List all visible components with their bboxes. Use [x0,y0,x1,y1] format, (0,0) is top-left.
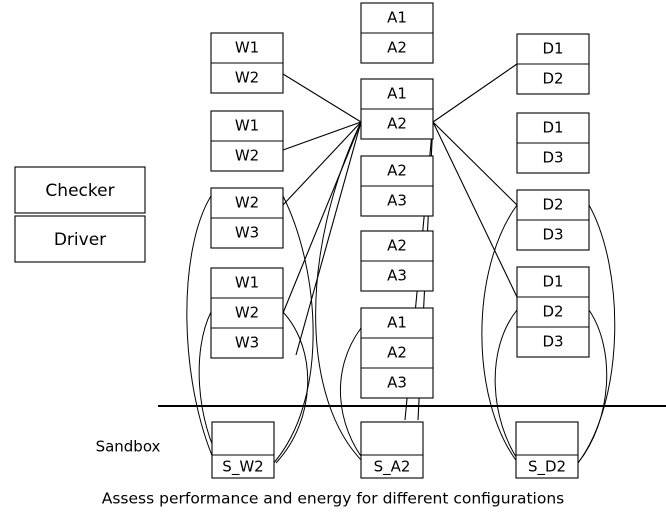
workload-cell: W2 [235,194,259,212]
sandbox-box-workload-rect [211,421,275,479]
curve-w2-right-to-swv2 [271,195,314,466]
device-stack-2[interactable]: D1 D3 [516,112,590,174]
driver-label: Driver [54,230,106,250]
algorithm-cell: A1 [387,85,407,103]
sandbox-cell-label: S_D2 [528,458,566,477]
edge-w2-to-hub [282,121,362,151]
edge-group-to-sandbox [186,121,616,466]
algorithm-cell: A2 [387,39,407,57]
workload-stack-2[interactable]: W1 W2 [210,110,284,172]
edge-w3-to-hub [282,121,362,206]
algorithm-cell: A3 [387,267,407,285]
workload-cell: W2 [235,69,259,87]
device-cell: D1 [542,273,563,291]
algorithm-stack-5-rect [360,307,434,399]
sandbox-box-algorithm[interactable]: S_A2 [360,421,424,479]
algorithm-stack-5[interactable]: A1 A2 A3 [360,307,434,399]
algorithm-cell: A1 [387,9,407,27]
driver-box-rect [14,215,146,263]
device-cell: D1 [542,119,563,137]
sandbox-cell-label: S_W2 [222,458,263,477]
curve-d3-left-to-sd2 [494,309,521,464]
edge-hub-to-d1 [432,63,518,123]
workload-cell: W3 [235,334,259,352]
algorithm-cell: A3 [387,192,407,210]
algorithm-cell: A2 [387,115,407,133]
device-stack-1[interactable]: D1 D2 [516,33,590,95]
device-cell: D2 [542,196,563,214]
driver-box[interactable]: Driver [14,215,146,263]
device-cell: D2 [542,70,563,88]
edge-hub-to-d4 [432,121,518,298]
sandbox-box-algorithm-rect [360,421,424,479]
edge-w4-to-hub [282,121,362,314]
device-cell: D2 [542,303,563,321]
edge-group-workload-to-algorithm [282,73,362,356]
algorithm-cell: A2 [387,237,407,255]
workload-cell: W1 [235,274,259,292]
sandbox-box-device-rect [515,421,579,479]
checker-box[interactable]: Checker [14,166,146,214]
device-stack-4-rect [516,266,590,358]
sandbox-cell-label: S_A2 [374,458,411,477]
workload-cell: W3 [235,224,259,242]
curve-a2-left-to-sa2 [315,121,365,464]
device-cell: D3 [542,149,563,167]
curve-d2-left-to-sd2 [481,204,519,464]
diagram-caption: Assess performance and energy for differ… [102,490,564,508]
workload-cell: W1 [235,117,259,135]
algorithm-stack-1[interactable]: A1 A2 [360,2,434,64]
device-cell: D3 [542,226,563,244]
checker-box-rect [14,166,146,214]
workload-cell: W2 [235,304,259,322]
algorithm-cell: A2 [387,162,407,180]
device-stack-3[interactable]: D2 D3 [516,189,590,251]
curve-d3-right-to-sd2 [577,309,608,464]
curve-a3-left-to-sa2 [339,327,367,464]
workload-stack-4[interactable]: W1 W2 W3 [210,267,284,359]
edge-hub-to-d3 [432,121,518,206]
curve-w2-left-to-swv2 [186,195,217,466]
workload-stack-1[interactable]: W1 W2 [210,32,284,94]
sandbox-box-workload[interactable]: S_W2 [211,421,275,479]
algorithm-stack-2-hub[interactable]: A1 A2 [360,78,434,140]
algorithm-cell: A2 [387,344,407,362]
checker-label: Checker [45,181,114,201]
algorithm-cell: A1 [387,314,407,332]
workload-stack-4-rect [210,267,284,359]
algorithm-cell: A3 [387,374,407,392]
device-cell: D3 [542,333,563,351]
workload-cell: W2 [235,147,259,165]
algorithm-stack-4[interactable]: A2 A3 [360,230,434,292]
workload-stack-3[interactable]: W2 W3 [210,187,284,249]
curve-d2-right-to-sd2 [577,204,616,464]
sandbox-box-device[interactable]: S_D2 [515,421,579,479]
workload-cell: W1 [235,39,259,57]
device-stack-4[interactable]: D1 D2 D3 [516,266,590,358]
edge-w5-to-hub [295,121,362,356]
curve-w3-right-to-swv2 [275,311,309,464]
edge-w1-to-hub [282,73,362,123]
algorithm-stack-3[interactable]: A2 A3 [360,155,434,217]
device-cell: D1 [542,40,563,58]
sandbox-label: Sandbox [96,438,161,456]
